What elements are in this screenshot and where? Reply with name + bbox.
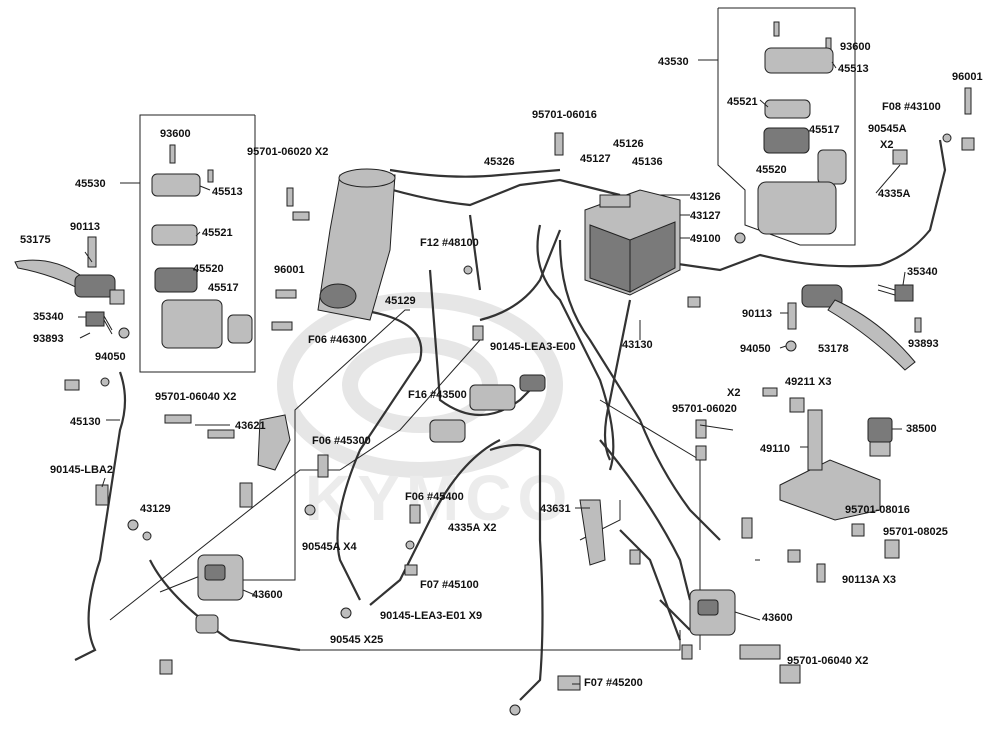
label-x2-mid: X2 <box>727 387 740 399</box>
label-35340-right: 35340 <box>907 266 938 278</box>
label-93600-left: 93600 <box>160 128 191 140</box>
label-45326: 45326 <box>484 156 515 168</box>
label-90145-lea3-e00: 90145-LEA3-E00 <box>490 341 576 353</box>
label-49100: 49100 <box>690 233 721 245</box>
label-45513-left: 45513 <box>212 186 243 198</box>
label-f06-45300: F06 #45300 <box>312 435 371 447</box>
label-45517-right: 45517 <box>809 124 840 136</box>
label-4335a-x2: 4335A X2 <box>448 522 497 534</box>
junction-43500 <box>429 374 546 443</box>
label-93893-left: 93893 <box>33 333 64 345</box>
brake-hoses <box>74 139 947 701</box>
label-45521-right: 45521 <box>727 96 758 108</box>
caliper-43600-left <box>195 554 244 634</box>
group-box-43530 <box>698 7 856 246</box>
label-45530: 45530 <box>75 178 106 190</box>
label-45520-right: 45520 <box>756 164 787 176</box>
label-43126: 43126 <box>690 191 721 203</box>
label-43130: 43130 <box>622 339 653 351</box>
label-90545a-x4: 90545A X4 <box>302 541 358 553</box>
label-f06-46300: F06 #46300 <box>308 334 367 346</box>
label-94050-left: 94050 <box>95 351 126 363</box>
relay-38500 <box>867 417 893 457</box>
label-f06-45400: F06 #45400 <box>405 491 464 503</box>
left-brake-lever <box>14 259 125 305</box>
label-43530: 43530 <box>658 56 689 68</box>
callout-ticks <box>78 61 906 685</box>
washer-94050-right <box>785 340 797 352</box>
label-53175: 53175 <box>20 234 51 246</box>
label-45513-right: 45513 <box>838 63 869 75</box>
label-95701-06016: 95701-06016 <box>532 109 597 121</box>
group-box-45530 <box>120 114 256 373</box>
label-45130: 45130 <box>70 416 101 428</box>
left-switch-35340 <box>85 311 113 335</box>
master-cylinder-kit-right <box>757 21 847 235</box>
watermark-text: KYMCO <box>305 462 573 534</box>
label-95701-06020-x2: 95701-06020 X2 <box>247 146 328 158</box>
label-93893-right: 93893 <box>908 338 939 350</box>
screw-93893-right <box>914 317 922 333</box>
label-49110: 49110 <box>760 443 790 455</box>
label-93600-right: 93600 <box>840 41 871 53</box>
label-45129: 45129 <box>385 295 416 307</box>
bolt-90113-left <box>87 236 97 268</box>
label-90545-x25: 90545 X25 <box>330 634 383 646</box>
fasteners <box>64 87 975 691</box>
label-53178: 53178 <box>818 343 849 355</box>
label-43600-left: 43600 <box>252 589 283 601</box>
label-95701-08016: 95701-08016 <box>845 504 910 516</box>
label-43600-right: 43600 <box>762 612 793 624</box>
right-brake-lever <box>801 284 916 371</box>
label-95701-06040-x2-left: 95701-06040 X2 <box>155 391 236 403</box>
label-95701-06020-mid: 95701-06020 <box>672 403 737 415</box>
caliper-43600-right <box>689 589 736 636</box>
label-90113-left: 90113 <box>70 221 100 233</box>
label-49211-x3: 49211 X3 <box>785 376 832 388</box>
label-45520-left: 45520 <box>193 263 224 275</box>
bracket-43631 <box>579 499 606 566</box>
label-90113a-x3: 90113A X3 <box>842 574 896 586</box>
label-f07-45200: F07 #45200 <box>584 677 643 689</box>
label-45127: 45127 <box>580 153 611 165</box>
label-f16-43500: F16 #43500 <box>408 389 467 401</box>
bolt-90113-right <box>787 302 797 330</box>
right-switch-35340 <box>877 284 914 302</box>
label-45136: 45136 <box>632 156 663 168</box>
label-90113-right: 90113 <box>742 308 772 320</box>
label-45126: 45126 <box>613 138 644 150</box>
label-90145-lea3-e01-x9: 90145-LEA3-E01 X9 <box>380 610 482 622</box>
label-43631: 43631 <box>540 503 571 515</box>
label-f12-48100: F12 #48100 <box>420 237 479 249</box>
callout-labels: 43530 93600 45513 45521 45517 45520 9600… <box>20 41 983 689</box>
master-cylinder-kit-left <box>151 144 253 349</box>
label-f08-43100: F08 #43100 <box>882 101 941 113</box>
bracket-43621 <box>257 414 291 471</box>
label-96001-left: 96001 <box>274 264 305 276</box>
label-43621: 43621 <box>235 420 266 432</box>
washer-94050-left <box>118 327 130 339</box>
label-94050-right: 94050 <box>740 343 771 355</box>
label-f07-45100: F07 #45100 <box>420 579 479 591</box>
label-4335a-right: 4335A <box>878 188 910 200</box>
washers <box>100 133 952 716</box>
label-43127: 43127 <box>690 210 721 222</box>
abs-modulator-49100 <box>584 189 681 296</box>
bracket-49110 <box>779 409 881 521</box>
label-96001-right: 96001 <box>952 71 983 83</box>
label-90545a-right-qty: X2 <box>880 139 893 151</box>
label-45517-left: 45517 <box>208 282 239 294</box>
label-90545a-right: 90545A <box>868 123 907 135</box>
label-38500: 38500 <box>906 423 937 435</box>
steering-stem <box>317 168 396 321</box>
label-43129: 43129 <box>140 503 171 515</box>
label-45521-left: 45521 <box>202 227 233 239</box>
label-95701-06040-x2-right: 95701-06040 X2 <box>787 655 868 667</box>
label-95701-08025: 95701-08025 <box>883 526 948 538</box>
label-90145-lba2: 90145-LBA2 <box>50 464 113 476</box>
label-35340-left: 35340 <box>33 311 64 323</box>
